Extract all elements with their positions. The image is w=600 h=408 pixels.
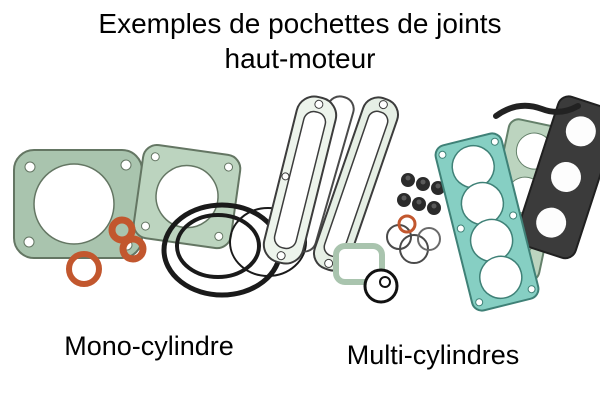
thin-o-ring: [417, 227, 441, 251]
seal: [431, 181, 445, 195]
cover-gasket-strip: [313, 96, 399, 272]
o-ring-small: [108, 216, 136, 244]
title-line-1: Exemples de pochettes de joints: [98, 8, 502, 39]
caption-mono-cylindre: Mono-cylindre: [64, 331, 234, 361]
caption-multi-cylindres: Multi-cylindres: [346, 340, 520, 370]
o-ring-small: [119, 235, 147, 263]
seal: [412, 197, 426, 211]
o-ring-small: [397, 214, 417, 234]
cylinder-head-gasket-mono: [132, 144, 242, 250]
dark-cover-gasket: [515, 95, 600, 260]
multi-cylinder-gasket-set: [262, 95, 600, 312]
o-ring-large: [66, 251, 102, 287]
seal: [416, 177, 430, 191]
cam-cover-gasket: [493, 102, 581, 119]
seal: [397, 193, 411, 207]
title-line-2: haut-moteur: [224, 43, 376, 74]
head-gasket-teal: [434, 132, 540, 312]
cover-gasket-strip: [262, 95, 338, 265]
rubber-o-ring: [175, 213, 261, 279]
seal: [427, 201, 441, 215]
seal-ring: [363, 268, 399, 304]
gasket-kits-illustration: [13, 95, 600, 312]
mono-cylinder-gasket-set: [13, 144, 307, 298]
page-title: Exemples de pochettes de joints haut-mot…: [0, 6, 600, 76]
seal: [401, 173, 415, 187]
cylinder-base-gasket: [13, 149, 143, 259]
